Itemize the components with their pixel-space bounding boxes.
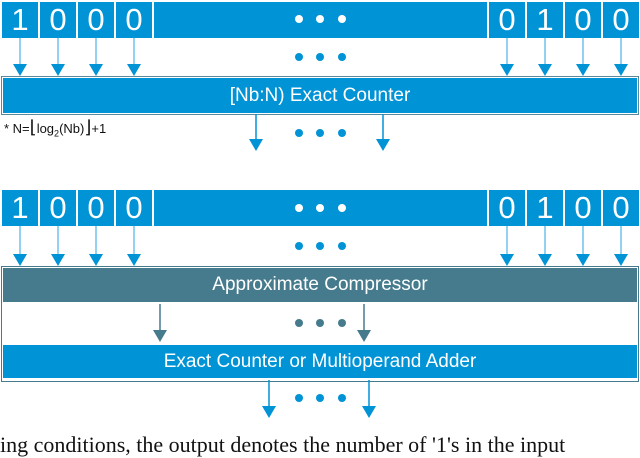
arrow-down-icon [51, 64, 65, 76]
arrow-down-icon [89, 64, 103, 76]
exact-adder-block: Exact Counter or Multioperand Adder [3, 345, 637, 378]
bit-box: 1 [2, 2, 38, 38]
bit-box: 0 [489, 2, 525, 38]
arrow-down-icon [538, 254, 552, 266]
footnote-prefix: * N= [4, 121, 30, 136]
ellipsis-dot [295, 15, 303, 23]
ellipsis-dot [338, 129, 346, 137]
arrow-down-icon [127, 64, 141, 76]
ellipsis-dot [316, 394, 324, 402]
bit-box: 0 [78, 190, 114, 226]
arrow-down-icon [500, 254, 514, 266]
arrow-down-icon [153, 330, 167, 342]
bit-box: 0 [565, 190, 601, 226]
arrow-down-icon [376, 139, 390, 151]
ellipsis-dot [338, 204, 346, 212]
bit-box: 1 [2, 190, 38, 226]
ellipsis-dot [316, 15, 324, 23]
arrow-down-icon [262, 406, 276, 418]
approximate-compressor-block: Approximate Compressor [3, 268, 637, 302]
arrow-down-icon [127, 254, 141, 266]
bit-box: 0 [40, 190, 76, 226]
counter-frame [1, 76, 639, 115]
footnote-suffix: +1 [91, 121, 107, 136]
ellipsis-dot [295, 53, 303, 61]
arrow-down-icon [13, 254, 27, 266]
ellipsis-dot [295, 129, 303, 137]
arrow-down-icon [249, 139, 263, 151]
ellipsis-dot [316, 242, 324, 250]
ellipsis-dot [338, 242, 346, 250]
footnote-arg: (Nb) [59, 121, 85, 136]
arrow-down-icon [357, 330, 371, 342]
bit-box: 1 [527, 2, 563, 38]
bit-box: 0 [116, 2, 152, 38]
ellipsis-dot [295, 242, 303, 250]
arrow-down-icon [13, 64, 27, 76]
bit-box: 1 [527, 190, 563, 226]
bit-box: 0 [78, 2, 114, 38]
bit-box: 0 [565, 2, 601, 38]
arrow-down-icon [576, 64, 590, 76]
arrow-down-icon [614, 64, 628, 76]
bit-box: 0 [603, 2, 639, 38]
arrow-down-icon [576, 254, 590, 266]
bit-box: 0 [40, 2, 76, 38]
arrow-down-icon [362, 406, 376, 418]
footnote: * N=⌊log2(Nb)⌋+1 [4, 117, 107, 139]
bit-box: 0 [489, 190, 525, 226]
exact-counter-block: [Nb:N) Exact Counter [3, 78, 637, 113]
arrow-down-icon [500, 64, 514, 76]
footnote-sub: 2 [54, 128, 60, 139]
arrow-down-icon [89, 254, 103, 266]
bit-box: 0 [603, 190, 639, 226]
arrow-down-icon [614, 254, 628, 266]
ellipsis-dot [316, 129, 324, 137]
approx-frame [1, 266, 639, 382]
footnote-log: log [36, 121, 55, 136]
arrow-down-icon [538, 64, 552, 76]
ellipsis-dot [295, 319, 303, 327]
ellipsis-dot [295, 204, 303, 212]
ellipsis-dot [295, 394, 303, 402]
ellipsis-dot [338, 53, 346, 61]
ellipsis-dot [316, 53, 324, 61]
ellipsis-dot [338, 394, 346, 402]
arrow-down-icon [51, 254, 65, 266]
ellipsis-dot [316, 319, 324, 327]
ellipsis-dot [316, 204, 324, 212]
ellipsis-dot [338, 319, 346, 327]
bit-box: 0 [116, 190, 152, 226]
ellipsis-dot [338, 15, 346, 23]
